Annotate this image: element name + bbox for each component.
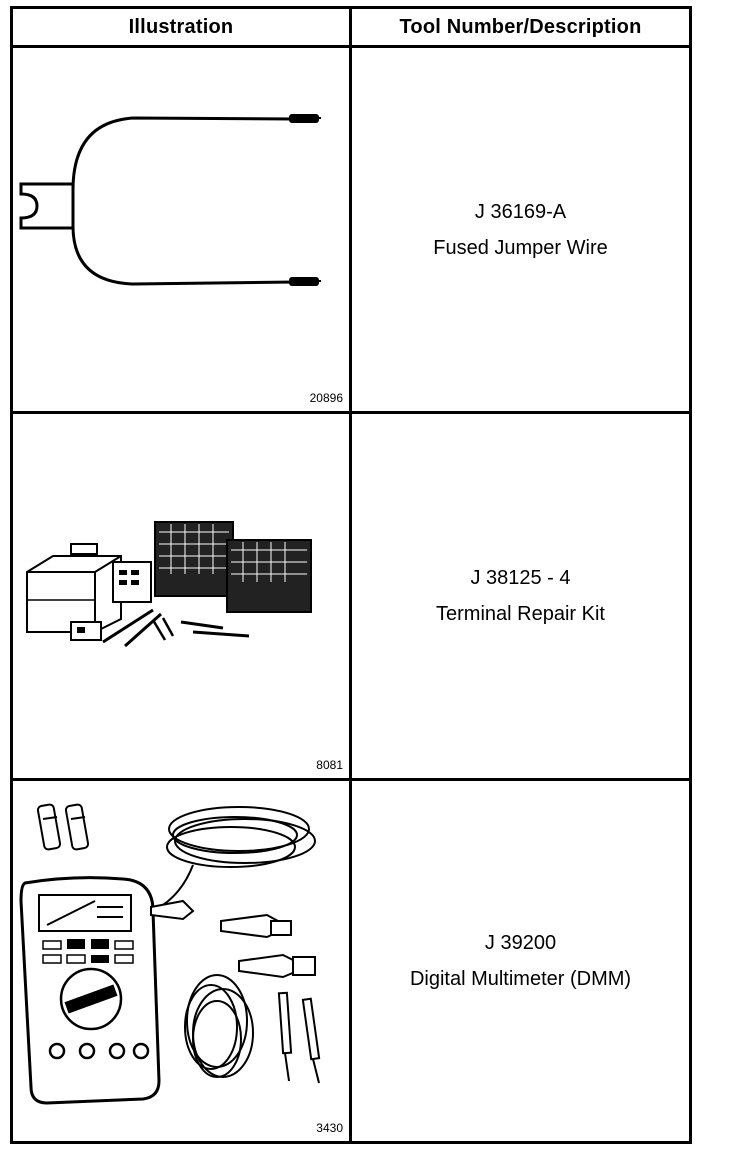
header-illustration: Illustration [128, 15, 234, 38]
tool-number: J 36169-A [474, 200, 567, 223]
tool-description: Terminal Repair Kit [436, 603, 605, 625]
description-cell: J 36169-A Fused Jumper Wire [352, 48, 689, 411]
illustration-cell: 8081 [13, 414, 349, 778]
figure-number: 3430 [316, 1121, 343, 1135]
table-row: 20896 J 36169-A Fused Jumper Wire [13, 48, 689, 411]
fused-jumper-wire-icon [19, 114, 321, 286]
digital-multimeter-icon [19, 803, 321, 1105]
tool-description: Digital Multimeter (DMM) [409, 968, 632, 990]
row-divider [13, 778, 689, 781]
illustration-cell: 3430 [13, 781, 349, 1141]
description-cell: J 38125 - 4 Terminal Repair Kit [352, 414, 689, 778]
row-divider [13, 411, 689, 414]
tool-description: Fused Jumper Wire [433, 236, 608, 259]
table-row: 3430 J 39200 Digital Multimeter (DMM) [13, 781, 689, 1141]
header-tool-description: Tool Number/Description [399, 15, 642, 38]
column-divider [349, 9, 352, 1141]
tool-number: J 38125 - 4 [470, 567, 571, 589]
table-row: 8081 J 38125 - 4 Terminal Repair Kit [13, 414, 689, 778]
header-divider [13, 45, 689, 48]
description-cell: J 39200 Digital Multimeter (DMM) [352, 781, 689, 1141]
terminal-repair-kit-icon [26, 521, 312, 648]
illustration-cell: 20896 [13, 48, 349, 411]
tool-table: Illustration Tool Number/Description 208… [10, 6, 692, 1144]
tool-number: J 39200 [484, 932, 557, 954]
figure-number: 8081 [316, 758, 343, 772]
figure-number: 20896 [309, 391, 343, 405]
